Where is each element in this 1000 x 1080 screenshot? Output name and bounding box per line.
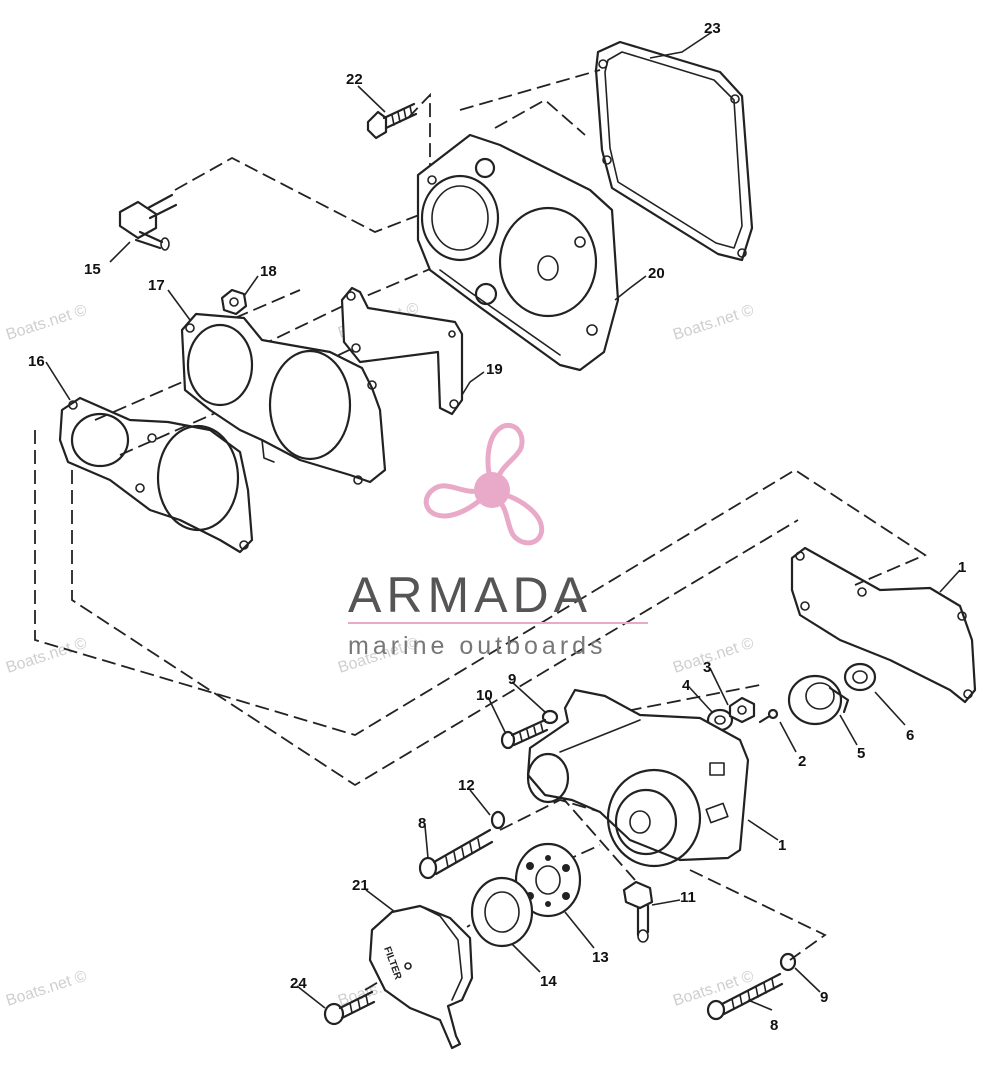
screw-10 bbox=[500, 718, 549, 750]
nut-18 bbox=[220, 288, 248, 316]
fitting-11 bbox=[622, 880, 654, 943]
screw-22 bbox=[366, 102, 418, 140]
screw-8-middle bbox=[418, 828, 494, 880]
brand-tagline: marine outboards bbox=[348, 632, 607, 660]
screw-24 bbox=[323, 990, 376, 1026]
gasket-23 bbox=[594, 40, 754, 262]
callouts: 23 22 15 18 17 20 16 19 1 10 9 4 3 2 5 6… bbox=[28, 20, 966, 1034]
nut-3 bbox=[728, 696, 756, 724]
leader-lines bbox=[45, 31, 961, 1011]
callout-1-upper: 1 bbox=[958, 559, 966, 576]
screw-8-lower bbox=[706, 972, 784, 1021]
callout-15: 15 bbox=[84, 261, 101, 278]
callout-24: 24 bbox=[290, 975, 307, 992]
screw-2 bbox=[758, 708, 779, 724]
washer-9-lower bbox=[779, 952, 797, 972]
callout-3: 3 bbox=[703, 659, 711, 676]
washer-6 bbox=[843, 662, 877, 692]
callout-5: 5 bbox=[857, 745, 865, 762]
callout-6: 6 bbox=[906, 727, 914, 744]
callout-8-lower: 8 bbox=[770, 1017, 778, 1034]
housing-17 bbox=[180, 312, 387, 485]
callout-8-middle: 8 bbox=[418, 815, 426, 832]
callout-11: 11 bbox=[680, 889, 696, 906]
gasket-upper-right bbox=[790, 546, 977, 704]
callout-17: 17 bbox=[148, 277, 165, 294]
propeller-icon bbox=[421, 422, 550, 548]
callout-1-lower: 1 bbox=[778, 837, 786, 854]
callout-9-lower: 9 bbox=[820, 989, 828, 1006]
watermark-text: Boats.net © bbox=[4, 302, 89, 344]
pump-body-1 bbox=[526, 688, 750, 868]
washer-12 bbox=[490, 810, 506, 830]
callout-14: 14 bbox=[540, 973, 557, 990]
brand-underline bbox=[348, 622, 648, 624]
callout-12: 12 bbox=[458, 777, 475, 794]
callout-23: 23 bbox=[704, 20, 721, 37]
gasket-16 bbox=[58, 396, 254, 554]
watermark-text: Boats.net © bbox=[671, 635, 756, 677]
watermark-text: Boats.net © bbox=[4, 635, 89, 677]
plug-5 bbox=[787, 674, 850, 726]
callout-22: 22 bbox=[346, 71, 363, 88]
callout-21: 21 bbox=[352, 877, 369, 894]
washer-9-upper bbox=[541, 709, 559, 725]
watermark-text: Boats.net © bbox=[671, 302, 756, 344]
callout-4: 4 bbox=[682, 677, 691, 694]
brand-name: ARMADA bbox=[348, 567, 592, 623]
callout-10: 10 bbox=[476, 687, 493, 704]
callout-18: 18 bbox=[260, 263, 277, 280]
callout-9-upper: 9 bbox=[508, 671, 516, 688]
valve-plate-13 bbox=[514, 842, 582, 918]
fitting-15 bbox=[118, 193, 178, 251]
callout-2: 2 bbox=[798, 753, 806, 770]
watermark-text: Boats.net © bbox=[4, 968, 89, 1010]
callout-13: 13 bbox=[592, 949, 609, 966]
pump-cover-20 bbox=[416, 133, 620, 372]
callout-16: 16 bbox=[28, 353, 45, 370]
washer-14 bbox=[470, 876, 534, 948]
armada-logo: ARMADA marine outboards bbox=[348, 422, 648, 660]
callout-19: 19 bbox=[486, 361, 503, 378]
bracket-19 bbox=[340, 286, 464, 416]
filter-cap-21: FILTER bbox=[368, 904, 474, 1050]
callout-20: 20 bbox=[648, 265, 665, 282]
